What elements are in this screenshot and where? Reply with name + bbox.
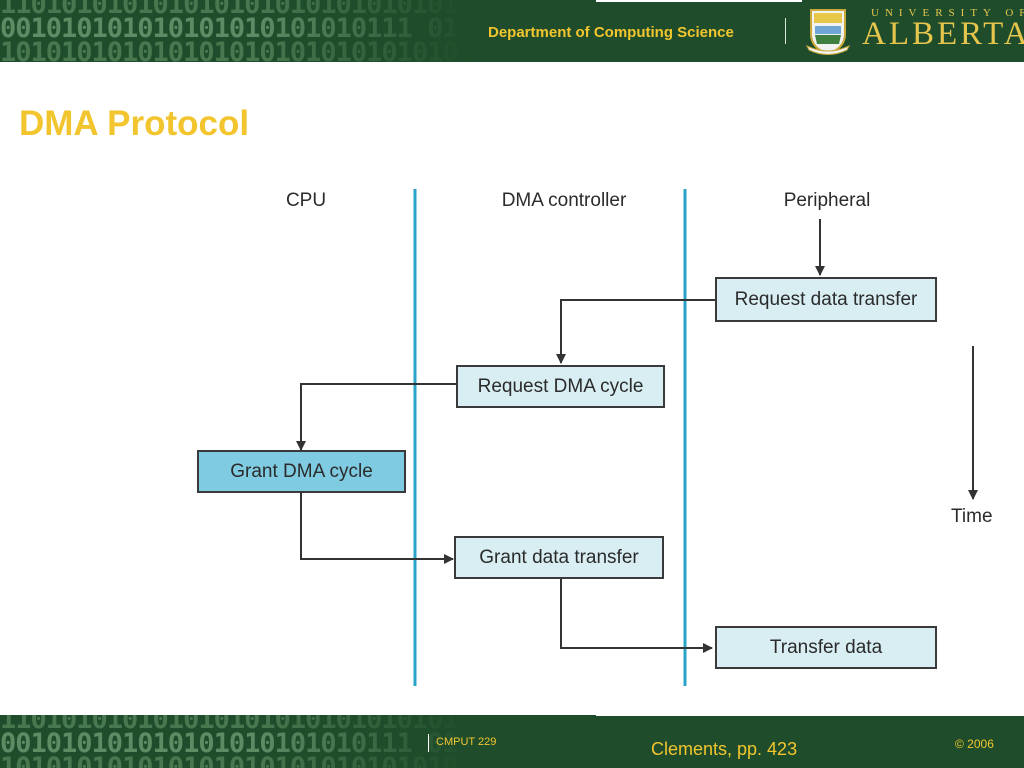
lane-label-dma-controller: DMA controller: [501, 190, 627, 211]
course-code: CMPUT 229: [436, 736, 497, 748]
department-name: Department of Computing Science: [488, 24, 734, 41]
time-label: Time: [951, 506, 993, 527]
source-citation: Clements, pp. 423: [651, 739, 798, 759]
university-small-text: UNIVERSITY OF: [871, 7, 1024, 19]
footer-band: 1101010101010101010101010101010 10 1101 …: [0, 715, 1024, 768]
diagram-lines: [296, 189, 978, 686]
step-request-dma-cycle: Request DMA cycle: [456, 365, 665, 408]
dma-sequence-diagram: CPU DMA controller Peripheral Request da…: [0, 170, 1024, 700]
header-accent-line: [596, 0, 802, 2]
header-divider: [785, 18, 786, 44]
footer-binary-pattern: 1101010101010101010101010101010 10 1101 …: [0, 715, 470, 768]
arrow-to-grant-dma: [296, 383, 457, 451]
copyright-notice: © 2006: [955, 737, 994, 751]
arrow-to-grant-data: [300, 492, 454, 564]
university-big-text: ALBERTA: [862, 16, 1024, 52]
step-grant-data-transfer: Grant data transfer: [454, 536, 664, 579]
arrow-to-request-dma: [556, 299, 716, 364]
step-transfer-data: Transfer data: [715, 626, 937, 669]
arrow-to-transfer-data: [560, 578, 713, 653]
footer-divider: [428, 734, 429, 752]
header-band: 1101010101010101010101010101010 10 1101 …: [0, 0, 1024, 62]
binary-pattern: 1101010101010101010101010101010 10 1101 …: [0, 0, 470, 62]
step-request-data-transfer: Request data transfer: [715, 277, 937, 322]
lane-label-cpu: CPU: [285, 190, 327, 211]
footer-accent-line: [596, 715, 1024, 716]
lane-label-peripheral: Peripheral: [783, 190, 871, 211]
step-grant-dma-cycle: Grant DMA cycle: [197, 450, 406, 493]
slide-title: DMA Protocol: [19, 104, 250, 143]
university-crest-icon: [805, 9, 851, 56]
